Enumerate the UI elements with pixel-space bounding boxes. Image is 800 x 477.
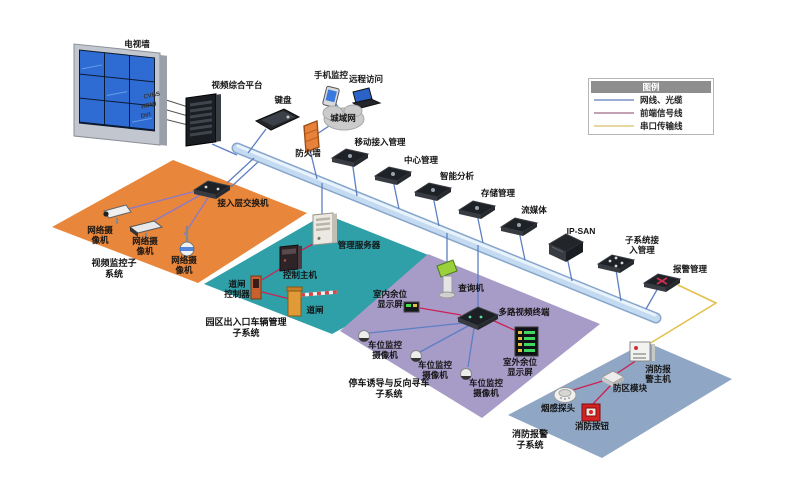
legend-title: 图例 (591, 81, 711, 93)
fire-button-icon (581, 403, 601, 422)
indoor-display-label: 室内余位 显示屏 (372, 289, 408, 310)
legend-row-frontend-signal: 前端信号线 (591, 106, 711, 119)
keyboard-icon (254, 108, 301, 131)
intelligent-analysis-label: 智能分析 (439, 171, 475, 181)
control-host-icon (279, 244, 302, 272)
wan-label: 城域网 (330, 113, 356, 123)
parking-zone-title: 停车诱导与反向寻车 子系统 (348, 378, 430, 399)
control-host-label: 控制主机 (282, 270, 318, 280)
outdoor-display-label: 室外余位 显示屏 (502, 357, 538, 378)
video-platform-label: 视频综合平台 (211, 80, 263, 90)
legend-line-network (594, 98, 634, 101)
multi-video-terminal-icon (456, 306, 500, 330)
firewall-label: 防火墙 (295, 148, 321, 158)
zone-video-surveillance (52, 160, 307, 283)
smoke-detector-label: 烟感探头 (540, 403, 576, 413)
barrier-gate-icon (286, 286, 338, 317)
bus-device-intelligent-analysis-icon (413, 182, 453, 201)
zone-module-icon (600, 370, 626, 387)
access-switch-label: 接入层交换机 (217, 198, 269, 208)
ptz-camera-icon (179, 226, 195, 257)
access-switch-icon (192, 180, 232, 199)
network-camera-3-label: 网络摄 像机 (171, 255, 197, 276)
fire-host-label: 消防报 警主机 (645, 364, 671, 385)
legend-row-network: 网线、光缆 (591, 93, 711, 106)
legend-line-serial (594, 124, 634, 127)
spot-camera-2-icon (410, 350, 422, 362)
multi-video-terminal-label: 多路视频终端 (498, 307, 550, 317)
bus-device-center-mgmt-icon (373, 166, 413, 185)
mobile-access-label: 移动接入管理 (354, 137, 406, 147)
streaming-label: 流媒体 (521, 205, 547, 215)
network-camera-1-label: 网络摄 像机 (87, 225, 113, 246)
gate-controller-label: 道闸 控制器 (224, 279, 250, 300)
subsystem-access-label: 子系统接 入管理 (624, 235, 660, 256)
smoke-detector-icon (553, 387, 577, 403)
bus-device-mobile-access-icon (330, 148, 370, 167)
wan-cloud-icon (322, 104, 365, 131)
mobile-phone-icon (322, 85, 340, 108)
zone-parking-guidance (340, 254, 600, 418)
phone-monitor-label: 手机监控 (313, 70, 349, 80)
bus-device-ip-san-icon (547, 233, 585, 262)
bus-device-alarm-mgmt-icon (642, 273, 682, 292)
legend-row-serial: 串口传输线 (591, 119, 711, 132)
vehicle-zone-title: 园区出入口车辆管理 子系统 (205, 317, 287, 338)
storage-mgmt-label: 存储管理 (480, 188, 516, 198)
query-kiosk-label: 查询机 (458, 283, 484, 293)
indoor-display-icon (403, 301, 420, 313)
bus-device-subsystem-access-icon (596, 254, 636, 273)
fire-alarm-host-icon (629, 341, 655, 362)
spot-camera-1-label: 车位监控 摄像机 (367, 340, 403, 361)
tv-wall-icon (73, 43, 167, 146)
tv-wall-label: 电视墙 (124, 39, 150, 49)
network-lines (211, 100, 659, 368)
network-camera-2-icon (128, 220, 164, 239)
legend-line-frontend-signal (594, 111, 634, 114)
outdoor-display-icon (514, 326, 539, 357)
spot-camera-3-icon (460, 368, 472, 380)
zone-module-label: 防区模块 (612, 383, 648, 393)
laptop-icon (351, 87, 382, 109)
video-platform-icon (185, 93, 221, 147)
keyboard-label: 键盘 (274, 95, 292, 105)
alarm-mgmt-label: 报警管理 (672, 264, 708, 274)
query-kiosk-icon (436, 259, 458, 299)
bus-device-streaming-icon (499, 217, 539, 236)
serial-line (648, 284, 718, 345)
fire-button-label: 消防按钮 (574, 421, 610, 431)
spot-camera-1-icon (358, 330, 370, 342)
fire-zone-title: 消防报警 子系统 (511, 429, 549, 450)
bus-device-storage-mgmt-icon (457, 200, 497, 219)
management-server-label: 管理服务器 (337, 240, 381, 250)
firewall-icon (303, 120, 320, 153)
network-camera-2-label: 网络摄 像机 (132, 236, 158, 257)
zone-vehicle-management (204, 214, 456, 334)
video-zone-title: 视频监控子 系统 (91, 258, 137, 279)
remote-access-label: 远程访问 (348, 74, 384, 84)
ip-san-label: IP-SAN (566, 226, 596, 236)
center-mgmt-label: 中心管理 (403, 155, 439, 165)
zone-fire-alarm (508, 342, 732, 458)
legend: 图例 网线、光缆 前端信号线 串口传输线 (588, 78, 714, 135)
network-camera-1-icon (103, 204, 132, 224)
gate-controller-icon (250, 275, 262, 300)
spot-camera-3-label: 车位监控 摄像机 (468, 378, 504, 399)
spot-camera-2-label: 车位监控 摄像机 (417, 360, 453, 381)
gate-label: 道闸 (306, 305, 324, 315)
management-server-icon (312, 212, 337, 246)
